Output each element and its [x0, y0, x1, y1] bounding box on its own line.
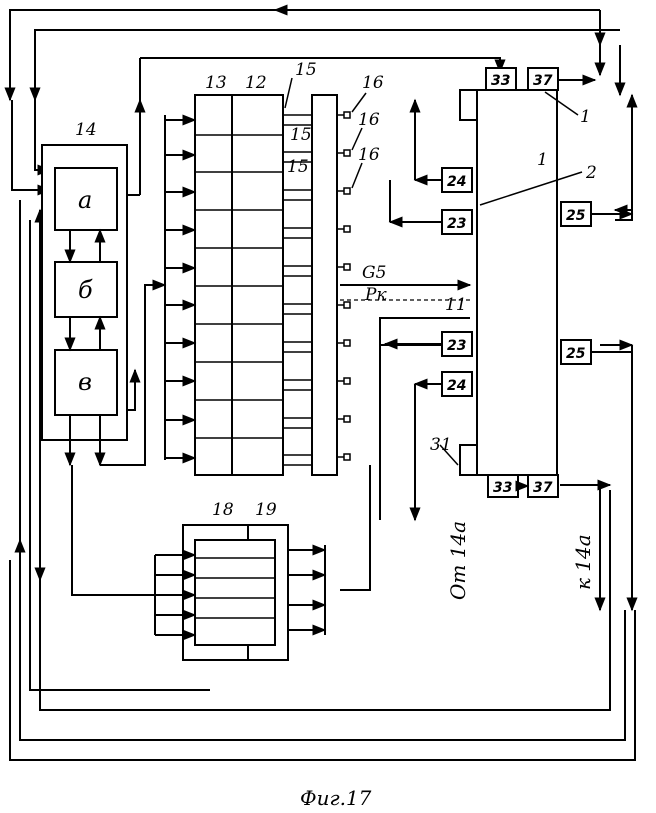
label-to-14a: к 14а	[571, 534, 595, 590]
register-16-label-c: 16	[358, 145, 380, 165]
register-13-label: 13	[205, 73, 227, 93]
figure-caption: Фиг.17	[300, 786, 372, 810]
label-23-bottom: 23	[447, 338, 466, 354]
signal-g5: G5	[362, 263, 386, 283]
label-from-14a: От 14а	[446, 521, 470, 600]
register-16-label-b: 16	[358, 110, 380, 130]
memory-ref-2: 2	[585, 163, 597, 183]
side-labels: От 14а к 14а	[446, 521, 595, 600]
block-14-v-label: в	[78, 368, 92, 396]
label-37-bottom: 37	[533, 480, 553, 496]
label-25-top: 25	[566, 208, 586, 224]
label-23-top: 23	[447, 216, 466, 232]
register-13-12: 13 12	[165, 73, 283, 475]
register-19-label: 19	[255, 500, 277, 520]
memory-ref-11: 11	[445, 295, 467, 315]
register-15-label-a: 15	[295, 60, 317, 80]
register-18-label: 18	[212, 500, 234, 520]
label-33-top: 33	[491, 73, 510, 89]
label-25-bottom: 25	[566, 346, 586, 362]
label-24-top: 24	[447, 174, 466, 190]
register-12-label: 12	[245, 73, 267, 93]
memory-block-1: 33 37 33 37 24 23 23 24 25 25 1 1 2 11 3…	[385, 68, 632, 520]
label-37-top: 37	[533, 73, 553, 89]
memory-ref-1a: 1	[537, 150, 548, 170]
register-15-label-b: 15	[290, 125, 312, 145]
block-14-b-label: б	[78, 276, 93, 304]
signal-pk: Pк	[364, 285, 387, 305]
register-16-label-a: 16	[362, 73, 384, 93]
memory-array	[477, 90, 557, 475]
label-33-bottom: 33	[493, 480, 512, 496]
block-14-ref: 14	[75, 120, 97, 140]
block-14: а б в 14	[42, 120, 165, 595]
label-24-bottom: 24	[447, 378, 466, 394]
register-15-label-c: 15	[287, 157, 309, 177]
memory-ref-1b: 1	[580, 107, 591, 127]
register-18-19: 18 19	[155, 500, 325, 660]
block-14-a-label: а	[78, 186, 92, 214]
